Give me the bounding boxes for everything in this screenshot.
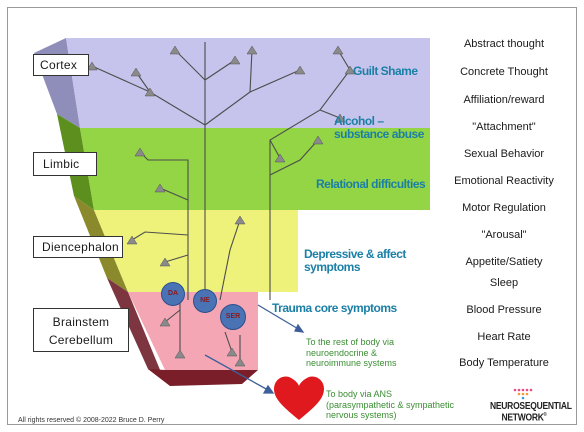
alcohol-line2: substance abuse (334, 128, 424, 141)
function-item: Concrete Thought (438, 66, 570, 78)
cortex-label: Cortex (40, 58, 77, 72)
rest-note-line1: To the rest of body via (306, 337, 397, 348)
norepinephrine-node: NE (193, 289, 217, 313)
guilt-shame-label: Guilt Shame (353, 65, 418, 78)
region-label-limbic: Limbic (33, 152, 97, 176)
function-item: Sleep (438, 277, 570, 289)
diencephalon-front (94, 210, 298, 292)
logo-line1: NEUROSEQUENTIAL (490, 402, 558, 411)
ans-note-line2: (parasympathetic & sympathetic (326, 400, 454, 411)
function-item: Body Temperature (438, 357, 570, 369)
region-label-brainstem: Brainstem Cerebellum (33, 308, 129, 352)
function-item: "Attachment" (438, 121, 570, 133)
limbic-label: Limbic (43, 157, 79, 171)
brainstem-bottom (148, 369, 258, 386)
region-label-diencephalon: Diencephalon (33, 236, 123, 258)
function-item: "Arousal" (438, 229, 570, 241)
function-item: Emotional Reactivity (438, 175, 570, 187)
logo-mark-icon (513, 388, 535, 400)
dopamine-node: DA (161, 282, 185, 306)
ser-label: SER (226, 313, 240, 320)
brainstem-label: Brainstem (34, 315, 128, 329)
depressive-label: Depressive & affect symptoms (304, 248, 406, 274)
neurosequential-logo: NEUROSEQUENTIAL NETWORK® (484, 388, 564, 422)
serotonin-node: SER (220, 304, 246, 330)
ans-note-line3: nervous systems) (326, 410, 454, 421)
ans-note-line1: To body via ANS (326, 389, 454, 400)
alcohol-label: Alcohol – substance abuse (334, 115, 424, 141)
registered-mark: ® (544, 412, 547, 418)
logo-line2-wrap: NETWORK® (490, 411, 558, 422)
function-item: Abstract thought (438, 38, 570, 50)
rest-of-body-note: To the rest of body via neuroendocrine &… (306, 337, 397, 369)
rest-note-line2: neuroendocrine & (306, 348, 397, 359)
cerebellum-label: Cerebellum (34, 333, 128, 347)
function-item: Affiliation/reward (438, 94, 570, 106)
diencephalon-label: Diencephalon (42, 240, 119, 254)
da-label: DA (168, 290, 178, 297)
function-item: Motor Regulation (438, 202, 570, 214)
relational-label: Relational difficulties (316, 178, 425, 191)
ne-label: NE (200, 297, 210, 304)
function-item: Blood Pressure (438, 304, 570, 316)
heart-icon (274, 377, 324, 420)
rest-note-line3: neuroimmune systems (306, 358, 397, 369)
function-item: Heart Rate (438, 331, 570, 343)
function-item: Appetite/Satiety (438, 256, 570, 268)
depressive-line2: symptoms (304, 261, 406, 274)
ans-note: To body via ANS (parasympathetic & sympa… (326, 389, 454, 421)
function-item: Sexual Behavior (438, 148, 570, 160)
region-label-cortex: Cortex (33, 54, 89, 76)
logo-line2: NETWORK (501, 412, 543, 423)
copyright-text: All rights reserved © 2008-2022 Bruce D.… (18, 417, 164, 424)
trauma-label: Trauma core symptoms (272, 302, 397, 315)
